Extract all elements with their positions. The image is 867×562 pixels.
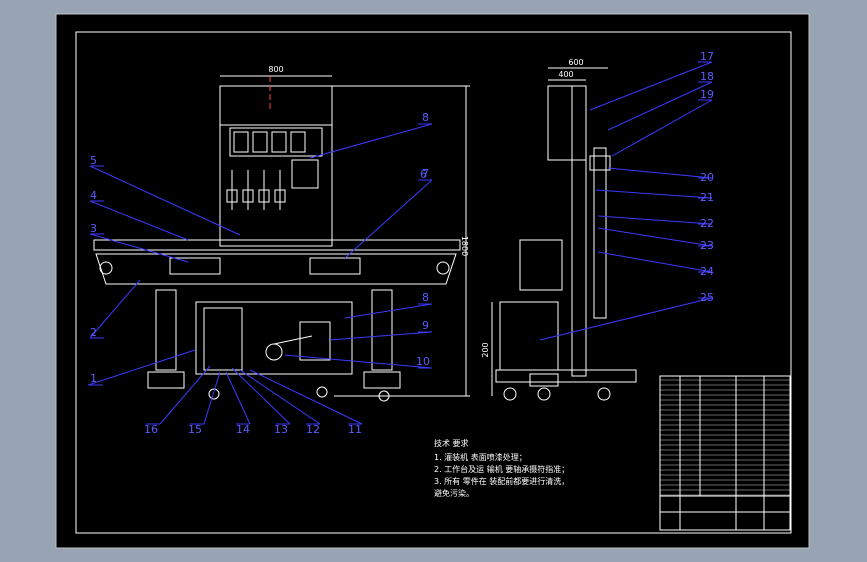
part-number: 15 xyxy=(188,423,202,436)
conveyor-frame xyxy=(95,253,457,285)
part-number: 18 xyxy=(700,70,714,83)
tech-req-line: 1. 灌装机 表面喷漆处理； xyxy=(434,452,527,462)
part-number: 22 xyxy=(700,217,714,230)
side-drive-shaft xyxy=(593,147,607,319)
motor xyxy=(299,321,331,361)
tech-req-line: 3. 所有 零件在 装配前都要进行清洗， xyxy=(434,476,569,486)
part-number: 8 xyxy=(422,291,429,304)
part-number: 2 xyxy=(90,326,97,339)
front-upper-cabinet xyxy=(219,85,333,247)
control-panel xyxy=(291,159,319,189)
side-column xyxy=(571,85,587,377)
tech-req-line: 避免污染。 xyxy=(434,488,474,498)
dim-front-height-label: 1800 xyxy=(460,236,469,256)
part-number: 23 xyxy=(700,239,714,252)
side-base xyxy=(495,369,637,383)
bottle-tank xyxy=(519,239,563,291)
drawing-border xyxy=(75,31,792,534)
dim-side-b-label: 400 xyxy=(558,70,573,79)
part-number: 19 xyxy=(700,88,714,101)
dim-front-width-label: 800 xyxy=(268,65,283,74)
part-number: 21 xyxy=(700,191,714,204)
part-number: 25 xyxy=(700,291,714,304)
tech-req-line: 2. 工作台及运 输机 要轴承摄符指准； xyxy=(434,464,569,474)
part-number: 6 xyxy=(420,168,427,181)
dim-side-a-label: 600 xyxy=(568,58,583,67)
part-number: 10 xyxy=(416,355,430,368)
part-number: 14 xyxy=(236,423,250,436)
part-number: 16 xyxy=(144,423,158,436)
part-number: 8 xyxy=(422,111,429,124)
part-number: 13 xyxy=(274,423,288,436)
part-number: 4 xyxy=(90,189,97,202)
parts-list-rows xyxy=(660,379,790,496)
part-number: 20 xyxy=(700,171,714,184)
part-number: 1 xyxy=(90,372,97,385)
conveyor-rail xyxy=(93,239,461,251)
dim-side-base-label: 200 xyxy=(481,342,490,357)
part-number: 9 xyxy=(422,319,429,332)
drawing-sheet xyxy=(55,13,810,549)
tech-req-heading: 技术 要求 xyxy=(434,438,469,448)
technical-requirements: 技术 要求 1. 灌装机 表面喷漆处理； 2. 工作台及运 输机 要轴承摄符指准… xyxy=(434,438,569,498)
part-number: 7 xyxy=(422,167,429,180)
title-block xyxy=(659,375,791,531)
part-number: 3 xyxy=(90,222,97,235)
leader-lines xyxy=(87,61,713,425)
part-number: 11 xyxy=(348,423,362,436)
part-number: 5 xyxy=(90,154,97,167)
part-number: 12 xyxy=(306,423,320,436)
part-number-labels: 1 2 3 4 5 6 7 8 8 9 10 11 12 13 14 15 16… xyxy=(90,50,714,436)
part-number: 17 xyxy=(700,50,714,63)
front-view xyxy=(93,75,470,402)
part-number: 24 xyxy=(700,265,714,278)
